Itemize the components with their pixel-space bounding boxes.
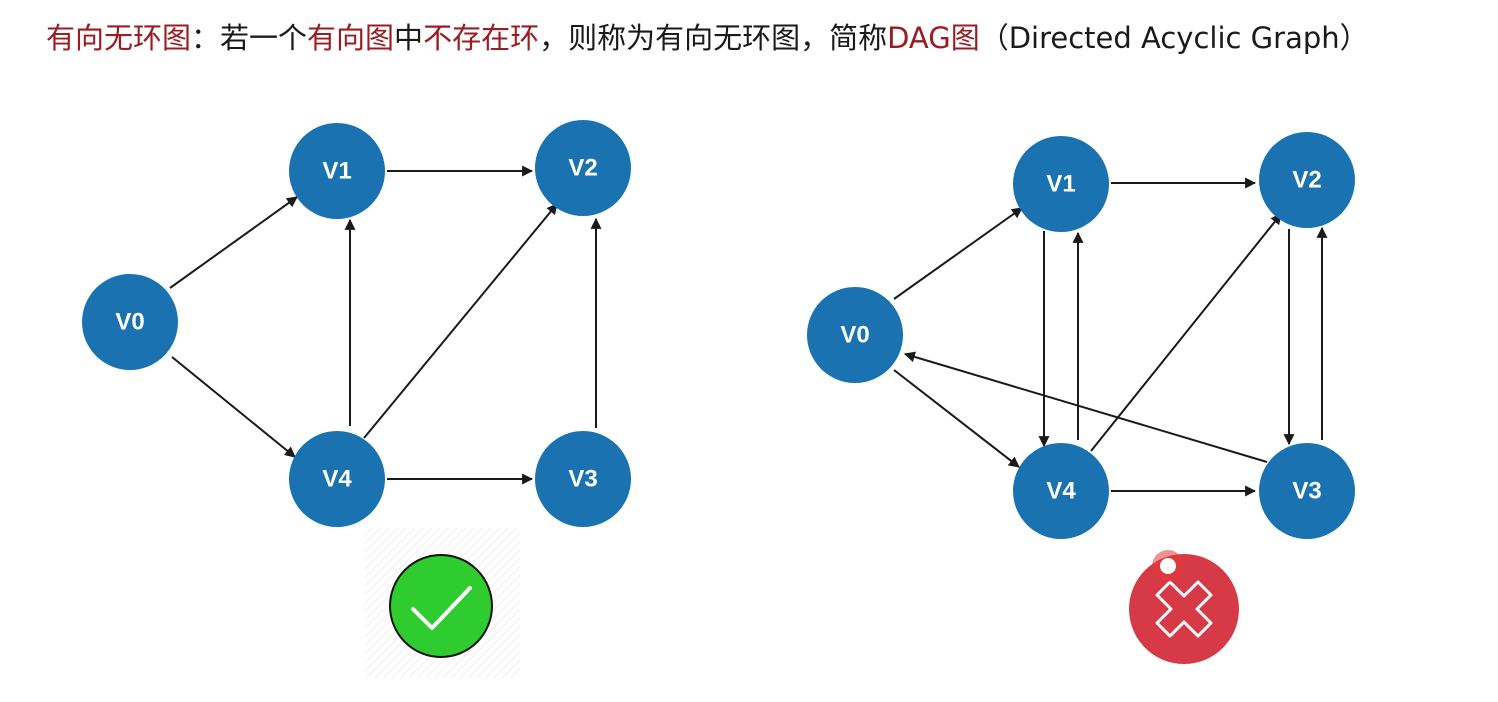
node-label: V4 bbox=[322, 466, 352, 493]
edge-v0-v1 bbox=[893, 207, 1023, 300]
graph-node: V4 bbox=[1013, 443, 1109, 539]
edge-v0-v4 bbox=[893, 369, 1020, 468]
graph-node: V3 bbox=[1259, 443, 1355, 539]
edge-v0-v4 bbox=[171, 356, 296, 458]
cursor-dot-icon bbox=[1160, 558, 1176, 574]
title-term-no-cycle: 不存在环 bbox=[423, 21, 540, 55]
node-label: V1 bbox=[1046, 171, 1075, 198]
node-label: V0 bbox=[840, 322, 869, 349]
graph-node: V4 bbox=[289, 431, 385, 527]
edge-v0-v1 bbox=[169, 196, 298, 289]
edge-v3-v0 bbox=[903, 351, 1268, 463]
node-label: V3 bbox=[568, 466, 597, 493]
node-label: V2 bbox=[1292, 167, 1321, 194]
graph-node: V1 bbox=[1013, 136, 1109, 232]
node-label: V1 bbox=[322, 158, 351, 185]
checkmark-icon bbox=[365, 528, 520, 678]
title-text-1: ：若一个 bbox=[191, 21, 308, 55]
node-label: V3 bbox=[1292, 478, 1321, 505]
title-text-4: （Directed Acyclic Graph） bbox=[979, 21, 1369, 55]
node-label: V4 bbox=[1046, 478, 1076, 505]
graph-node: V2 bbox=[1259, 132, 1355, 228]
graph-node: V3 bbox=[535, 431, 631, 527]
graph-node: V0 bbox=[82, 274, 178, 370]
title-text-2: 中 bbox=[394, 21, 424, 55]
graph-node: V2 bbox=[535, 120, 631, 216]
graph-node: V0 bbox=[807, 287, 903, 383]
edge-v4-v2 bbox=[1090, 213, 1282, 452]
title-term-dag: DAG图 bbox=[887, 21, 980, 55]
graph-valid: V0 V1 V2 V3 V4 bbox=[82, 120, 631, 678]
node-label: V0 bbox=[115, 309, 144, 336]
title-text-3: ，则称为有向无环图，简称 bbox=[539, 21, 888, 55]
title-term-digraph: 有向图 bbox=[307, 21, 395, 55]
node-label: V2 bbox=[568, 155, 597, 182]
cross-icon bbox=[1129, 550, 1239, 664]
title-term-dag-zh: 有向无环图 bbox=[46, 21, 192, 55]
page-title: 有向无环图：若一个有向图中不存在环，则称为有向无环图，简称DAG图（Direct… bbox=[46, 14, 1369, 62]
edge-v4-v2 bbox=[363, 203, 558, 439]
graph-node: V1 bbox=[289, 123, 385, 219]
graph-invalid: V0 V1 V2 V3 V4 bbox=[807, 132, 1355, 664]
